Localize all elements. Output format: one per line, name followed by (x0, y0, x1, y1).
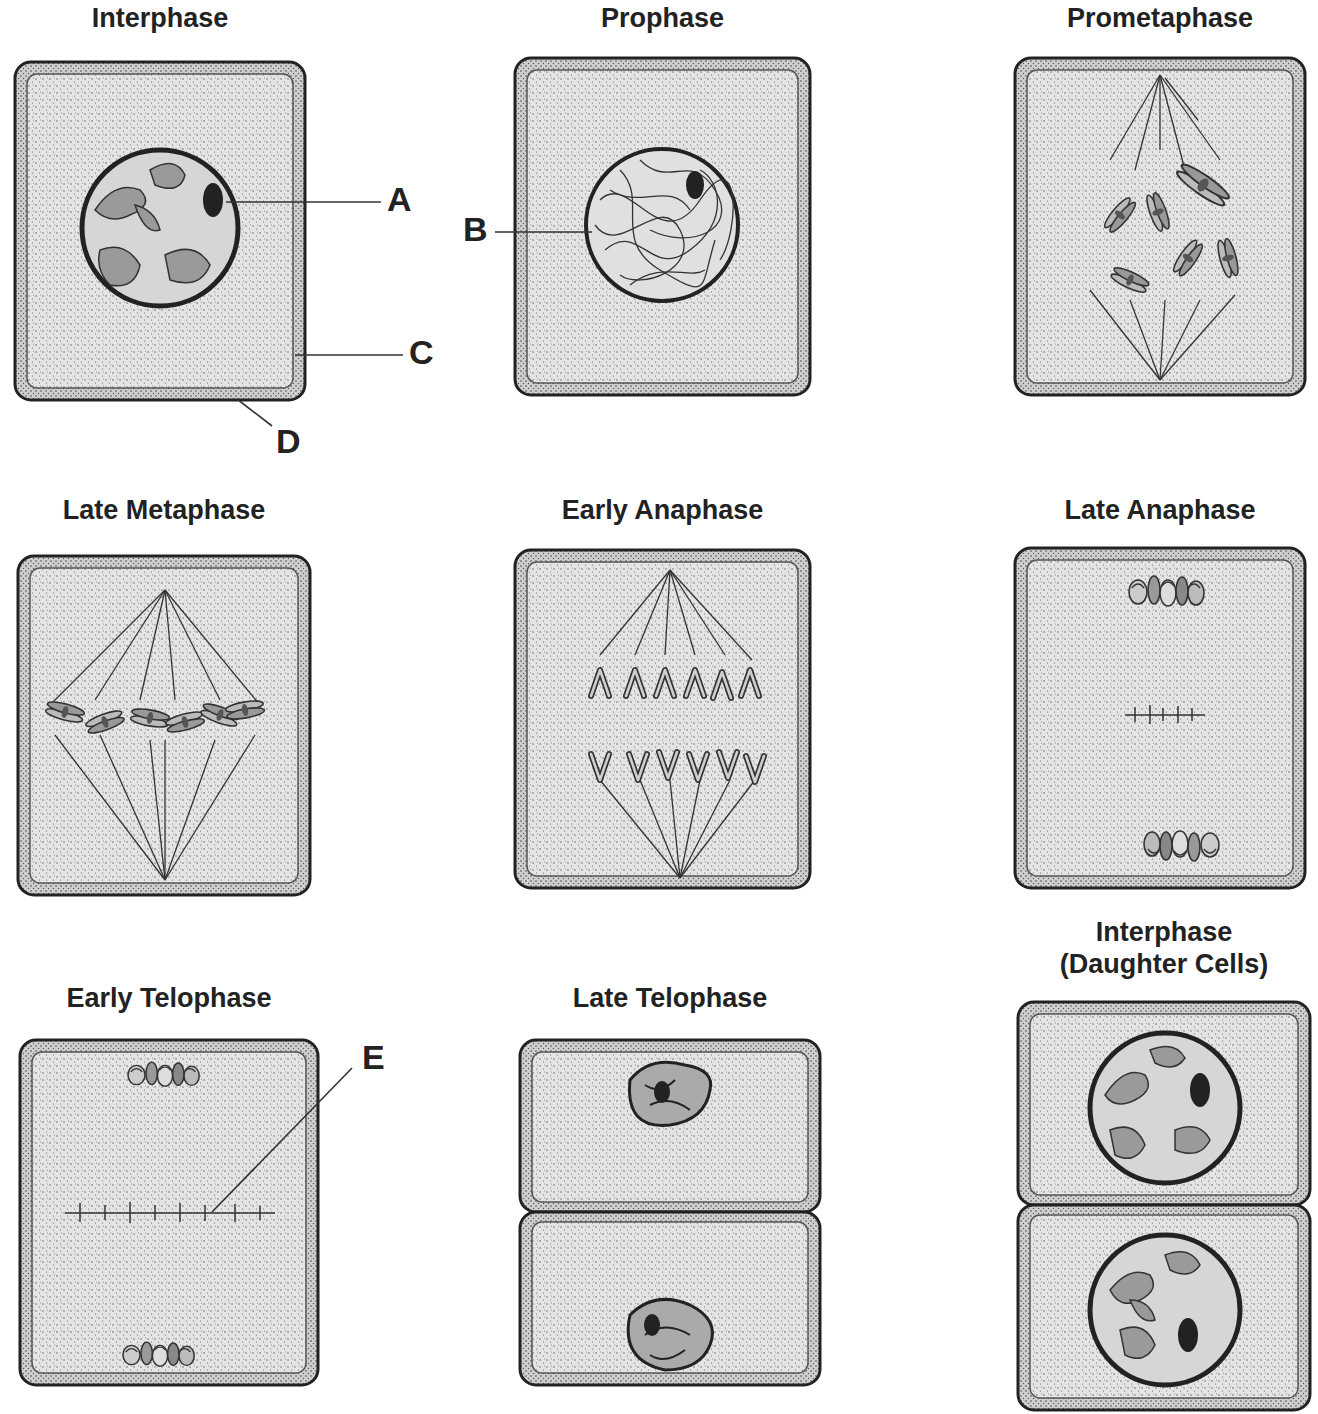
cell-panel: Prometaphase (1012, 2, 1308, 397)
phase-title: Prophase (512, 2, 813, 34)
phase-title: Late Telophase (517, 982, 823, 1014)
cell-panel: Late Anaphase (1012, 494, 1308, 890)
phase-title: Interphase (Daughter Cells) (1034, 916, 1294, 981)
part-label: B (463, 210, 488, 249)
phase-title: Early Anaphase (512, 494, 813, 526)
phase-title: Late Anaphase (1012, 494, 1308, 526)
part-label: C (409, 333, 434, 372)
cell-panel: Early Telophase (17, 982, 321, 1387)
part-label: A (387, 180, 412, 219)
part-label: E (362, 1038, 385, 1077)
cell-panel: Late Metaphase (15, 494, 313, 897)
cell-panel: Interphase (Daughter Cells) (1015, 916, 1313, 1412)
part-label: D (276, 422, 301, 461)
cell-panel: Early Anaphase (512, 494, 813, 890)
cell-panel: Late Telophase (517, 982, 823, 1387)
phase-title: Early Telophase (17, 982, 321, 1014)
cell-panel: Prophase (512, 2, 813, 397)
phase-title: Interphase (12, 2, 308, 34)
phase-title: Prometaphase (1012, 2, 1308, 34)
phase-title: Late Metaphase (15, 494, 313, 526)
cell-panel: Interphase (12, 2, 308, 402)
